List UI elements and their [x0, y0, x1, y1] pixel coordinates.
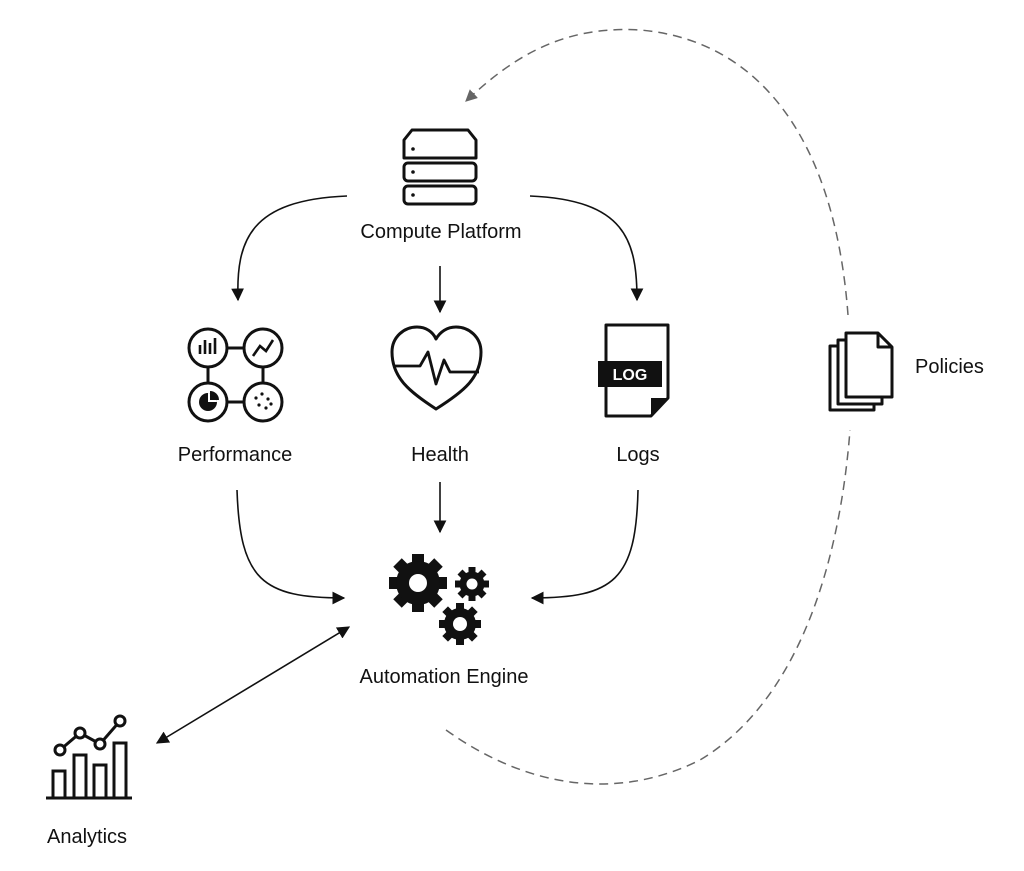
analytics-chart-icon: [46, 714, 132, 800]
node-label-logs: Logs: [616, 444, 660, 466]
edge-logs-automation: [530, 489, 639, 605]
heartbeat-icon: [390, 325, 483, 411]
node-label-health: Health: [411, 444, 469, 466]
log-badge-text: LOG: [613, 367, 648, 384]
edge-compute-logs: [529, 195, 644, 302]
edge-compute-performance: [231, 195, 348, 302]
node-label-analytics: Analytics: [46, 826, 128, 848]
node-label-compute-platform: Compute Platform: [360, 221, 522, 243]
node-label-policies: Policies: [915, 356, 984, 378]
dashboard-metrics-icon: [187, 327, 284, 423]
edge-automation-policies: [445, 429, 851, 785]
server-icon: [402, 128, 478, 206]
edge-analytics-automation: [155, 626, 351, 744]
edge-policies-compute: [465, 28, 849, 316]
node-label-automation-engine: Automation Engine: [359, 666, 529, 688]
gears-icon: [389, 554, 489, 645]
documents-icon: [828, 331, 894, 412]
node-label-performance: Performance: [177, 444, 293, 466]
edge-performance-automation: [236, 489, 346, 605]
log-file-icon: LOG: [598, 323, 670, 418]
